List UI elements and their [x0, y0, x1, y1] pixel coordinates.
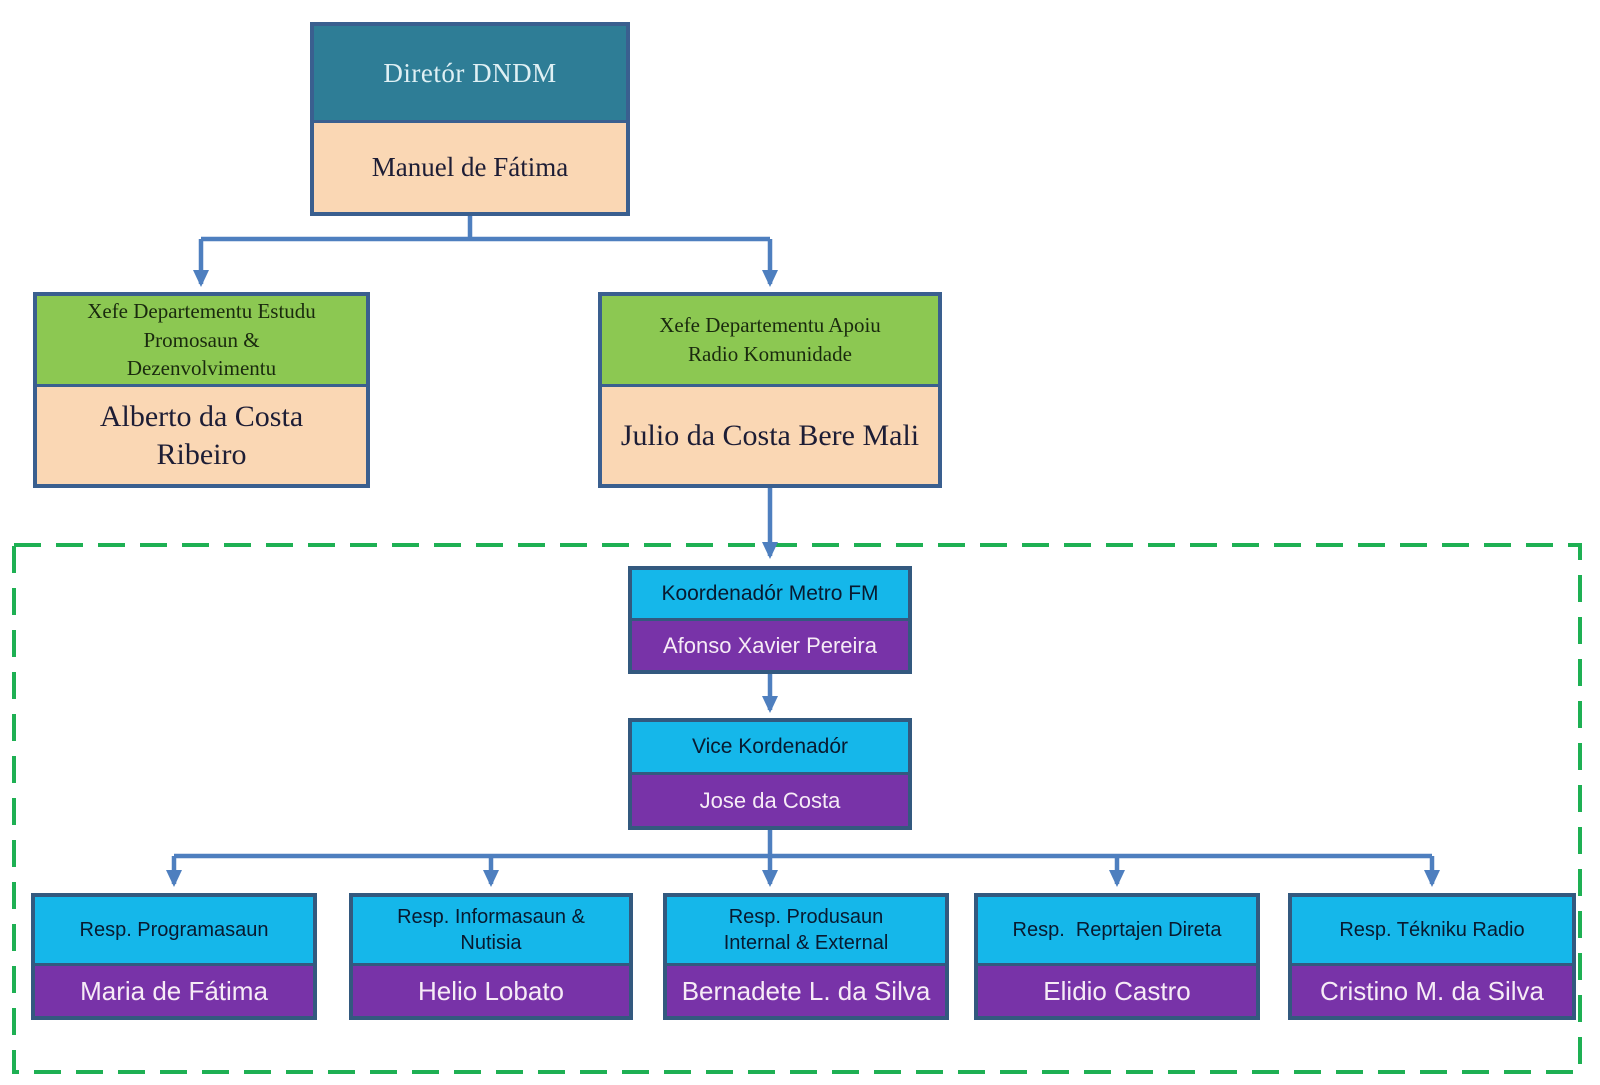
- node-resp-1-name: Helio Lobato: [418, 975, 564, 1006]
- node-vice-name-section: Jose da Costa: [632, 775, 908, 826]
- connector-vice-bus: [174, 830, 1432, 859]
- node-resp-4-title-section: Resp. Tékniku Radio: [1292, 897, 1572, 963]
- node-resp-3-name: Elidio Castro: [1043, 975, 1191, 1006]
- node-dept-apoiu-title: Xefe Departementu Apoiu Radio Komunidade: [659, 313, 881, 366]
- node-resp-tekniku: Resp. Tékniku Radio Cristino M. da Silva: [1288, 893, 1576, 1020]
- node-resp-3-title: Resp. Reprtajen Direta: [1012, 919, 1222, 941]
- node-dept-apoiu-name: Julio da Costa Bere Mali: [620, 418, 920, 452]
- node-dept-estudu-title: Xefe Departementu Estudu Promosaun & Dez…: [87, 298, 316, 381]
- node-resp-1-title: Resp. Informasaun & Nutisia: [397, 906, 591, 954]
- node-dept-apoiu-title-section: Xefe Departementu Apoiu Radio Komunidade: [602, 296, 938, 384]
- node-resp-4-name-section: Cristino M. da Silva: [1292, 966, 1572, 1016]
- node-resp-reprtajen: Resp. Reprtajen Direta Elidio Castro: [974, 893, 1260, 1020]
- node-dept-apoiu: Xefe Departementu Apoiu Radio Komunidade…: [598, 292, 942, 488]
- node-resp-3-name-section: Elidio Castro: [978, 966, 1256, 1016]
- node-vice-title: Vice Kordenadór: [691, 735, 849, 758]
- node-director: Diretór DNDM Manuel de Fátima: [310, 22, 630, 216]
- node-koordenador-title: Koordenadór Metro FM: [661, 582, 879, 605]
- node-dept-estudu-name: Alberto da Costa Ribeiro: [99, 400, 304, 471]
- node-koordenador-name: Afonso Xavier Pereira: [663, 632, 877, 658]
- node-koordenador-title-section: Koordenadór Metro FM: [632, 570, 908, 618]
- node-resp-0-name-section: Maria de Fátima: [35, 966, 313, 1016]
- node-resp-2-title-section: Resp. Produsaun Internal & External: [667, 897, 945, 963]
- node-resp-2-name: Bernadete L. da Silva: [681, 975, 931, 1006]
- node-koordenador-name-section: Afonso Xavier Pereira: [632, 621, 908, 670]
- node-resp-0-title: Resp. Programasaun: [79, 919, 269, 941]
- node-resp-0-name: Maria de Fátima: [80, 975, 268, 1006]
- dashed-group-border: [12, 543, 1582, 1074]
- node-vice-name: Jose da Costa: [699, 787, 841, 813]
- node-director-title-section: Diretór DNDM: [314, 26, 626, 120]
- node-koordenador-metro-fm: Koordenadór Metro FM Afonso Xavier Perei…: [628, 566, 912, 674]
- node-resp-produsaun: Resp. Produsaun Internal & External Bern…: [663, 893, 949, 1020]
- connector-director-bus: [201, 216, 770, 242]
- node-resp-programasaun: Resp. Programasaun Maria de Fátima: [31, 893, 317, 1020]
- node-dept-apoiu-name-section: Julio da Costa Bere Mali: [602, 387, 938, 484]
- node-director-name-section: Manuel de Fátima: [314, 123, 626, 212]
- node-resp-1-name-section: Helio Lobato: [353, 966, 629, 1016]
- node-resp-2-name-section: Bernadete L. da Silva: [667, 966, 945, 1016]
- node-resp-informasaun: Resp. Informasaun & Nutisia Helio Lobato: [349, 893, 633, 1020]
- node-resp-0-title-section: Resp. Programasaun: [35, 897, 313, 963]
- node-dept-estudu: Xefe Departementu Estudu Promosaun & Dez…: [33, 292, 370, 488]
- node-director-name: Manuel de Fátima: [371, 152, 569, 182]
- node-director-title: Diretór DNDM: [383, 57, 557, 88]
- node-vice-title-section: Vice Kordenadór: [632, 722, 908, 772]
- node-dept-estudu-title-section: Xefe Departementu Estudu Promosaun & Dez…: [37, 296, 366, 384]
- node-resp-4-title: Resp. Tékniku Radio: [1339, 919, 1525, 941]
- node-vice-kordenador: Vice Kordenadór Jose da Costa: [628, 718, 912, 830]
- node-resp-4-name: Cristino M. da Silva: [1320, 975, 1544, 1006]
- node-dept-estudu-name-section: Alberto da Costa Ribeiro: [37, 387, 366, 484]
- node-resp-2-title: Resp. Produsaun Internal & External: [723, 906, 889, 954]
- node-resp-3-title-section: Resp. Reprtajen Direta: [978, 897, 1256, 963]
- node-resp-1-title-section: Resp. Informasaun & Nutisia: [353, 897, 629, 963]
